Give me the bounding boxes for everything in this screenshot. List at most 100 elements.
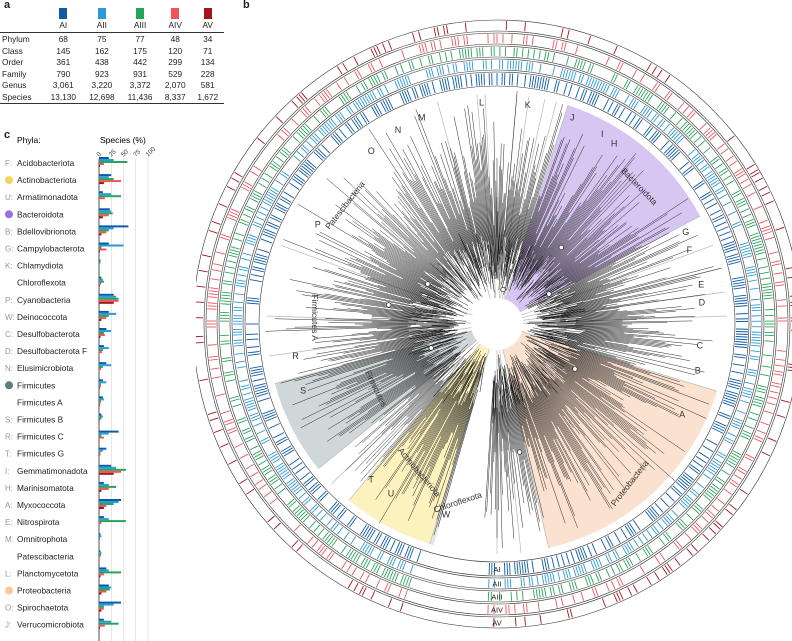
species-bar [99,195,122,198]
clade-letter: B [695,365,701,375]
count-cell: 120 [168,45,183,56]
species-bar [99,193,112,196]
species-bar [99,415,103,418]
species-bar [99,345,104,348]
count-cell: 228 [200,68,215,79]
phylum-name: Firmicutes A [17,397,63,407]
species-bar [99,351,102,354]
species-bar [99,284,100,287]
phylum-code: P: [5,296,13,305]
clade-letter: K [525,100,531,110]
clade-letter: D [699,297,706,307]
species-bar [99,314,109,317]
species-bar [99,330,112,332]
ring-label: AIV [491,606,503,615]
group-label-firmicutes_a: Firmicutes A [310,294,320,341]
clade-letter: M [418,112,426,122]
species-bar [99,176,109,179]
species-bar [99,229,109,232]
species-bar [99,607,104,610]
phylum-name: Bacteroidota [17,209,64,219]
clade-divider [504,105,569,300]
phylum-code: H: [5,484,13,493]
species-bar [99,522,102,525]
clade-letter: E [698,279,704,289]
species-bar [99,318,102,321]
species-bar [99,586,112,589]
phylum-name: Marinisomatota [17,483,74,493]
species-bar [99,556,100,559]
species-bar [99,449,103,452]
clade-letter: P [315,220,321,230]
species-bar [99,520,126,523]
species-bar [99,453,101,456]
phyla-header: Phyla: [17,135,41,145]
species-bar [99,535,102,538]
count-cell: 12,698 [82,91,122,104]
count-cell: 162 [94,45,109,56]
node-marker [428,345,434,351]
species-bar [99,618,104,621]
count-cell: 8,337 [158,91,192,104]
phylum-code: G: [5,245,13,254]
color-swatch [136,8,145,20]
clade-letter: H [611,139,618,149]
species-bar [99,516,104,519]
ring-border [244,71,750,577]
phylum-name: Acidobacteriota [17,158,75,168]
species-bar [99,385,101,388]
phylum-name: Chlamydiota [17,261,64,271]
clade-letter: W [442,509,451,519]
species-bar [99,349,103,352]
species-bar [99,567,107,570]
species-bar [99,554,101,557]
count-cell: 3,372 [129,80,151,91]
tick-label: 50 [120,148,130,158]
count-cell: 175 [133,45,147,56]
count-cell: 442 [133,57,147,68]
species-bar [99,537,100,540]
node-marker [546,291,552,297]
rank-label: Phylum [2,33,30,44]
col-header: AI [44,19,83,34]
phylum-code: L: [5,569,12,578]
species-bar [99,402,101,405]
species-bar [99,447,107,450]
species-bar [99,419,100,422]
species-bar [99,550,101,553]
ring-border [218,45,776,603]
phylum-code: B: [5,227,13,236]
ring-ticks-AI [246,73,748,575]
species-bar [99,231,107,234]
phylum-name: Firmicutes G [17,449,64,459]
bacteroidota-highlight [505,105,701,312]
phylum-marker-dot [5,176,13,185]
species-bar [99,381,107,384]
count-cell: 11,436 [121,91,159,104]
species-bar [99,316,107,319]
count-cell: 77 [135,33,145,44]
species-bar [99,180,122,183]
species-bar [99,295,117,298]
ring-ticks-AII [233,60,761,588]
species-bar [99,588,110,591]
count-cell: 145 [56,45,71,56]
clade-letter: U [388,489,395,499]
col-swatch-aiv [159,8,192,20]
count-cell: 71 [203,45,213,56]
species-bar [99,571,122,574]
species-bar [99,499,122,501]
rank-label: Genus [2,80,27,91]
phylum-code: D: [5,347,13,356]
species-bar [99,590,107,593]
phylum-code: T: [5,450,11,459]
species-bar [99,174,112,177]
phylum-code: W: [5,313,15,322]
col-header: AIV [158,19,192,34]
phylum-marker-dot [5,586,13,595]
phylum-marker-dot [5,210,13,219]
species-bar [99,191,103,194]
tick-label: 0 [95,151,103,159]
